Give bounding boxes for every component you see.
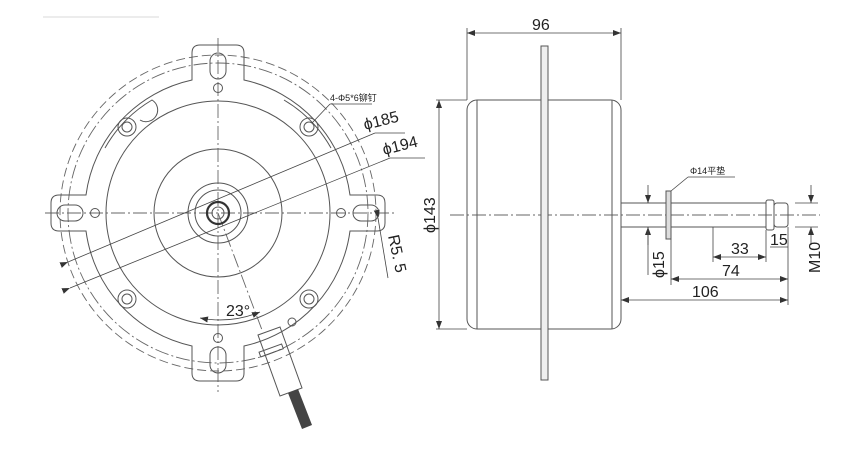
rivet-note-leader [311,103,331,124]
dim-143-label: ϕ143 [422,197,439,233]
rivet-note: 4-Φ5*6铆钉 [330,92,377,103]
cable-icon [288,389,312,429]
inner-ring-outline [104,99,332,149]
rivet-lug-tl-outer [117,117,137,137]
dim-m10-label: M10 [807,242,824,273]
dia-185-leader [59,132,376,268]
flange-outline [50,44,386,382]
rivet-lug-bl-outer [117,289,137,309]
hub-circle-outer [153,148,283,278]
radius-label: R5. 5 [384,233,409,274]
hub-circle-inner [194,189,242,237]
rivet-lug-br-outer [299,289,319,309]
nut [773,202,789,228]
slot-left [56,204,84,222]
rivet-hole-br [303,293,315,305]
dim-33-label: 33 [731,241,749,258]
slot-top [209,52,227,80]
small-hole-br [287,317,297,327]
hole-left [90,208,100,218]
washer [665,190,672,240]
dim-15-dia-label: ϕ15 [651,251,668,278]
angle-label: 23° [226,303,250,320]
front-view: 4-Φ5*6铆钉 ϕ185 ϕ194 R5. 5 23° [45,38,425,429]
hub-circle-mid [187,182,249,244]
inner-ring [105,100,331,326]
radius-leader [373,209,389,279]
rivet-hole-bl [121,293,133,305]
shaft-center [211,206,225,220]
hole-top [213,83,223,93]
shaft-circle [205,200,231,226]
angle-arc [199,311,261,323]
rivet-hole-tr [303,121,315,133]
cable-gland [257,326,312,429]
rivet-hole-tl [121,121,133,133]
side-view: 96 ϕ143 Φ14平垫 ϕ15 33 15 74 106 [422,17,824,381]
hole-bottom [213,333,223,343]
dim-15-label: 15 [770,232,788,249]
dia-194-leader [61,157,391,294]
hole-right [336,208,346,218]
dia-194-label: ϕ194 [381,134,420,159]
dashed-circle-185 [67,62,369,364]
washer-note: Φ14平垫 [690,165,725,176]
dim-106-label: 106 [692,284,719,301]
dia-185-label: ϕ185 [362,109,401,134]
rivet-lug-tr-outer [299,117,319,137]
dim-74-label: 74 [722,263,740,280]
angled-centerline [217,212,263,331]
slot-bottom [209,346,227,374]
top-divider [43,16,159,18]
dim-96-label: 96 [532,17,550,34]
flange-plate [540,45,549,381]
